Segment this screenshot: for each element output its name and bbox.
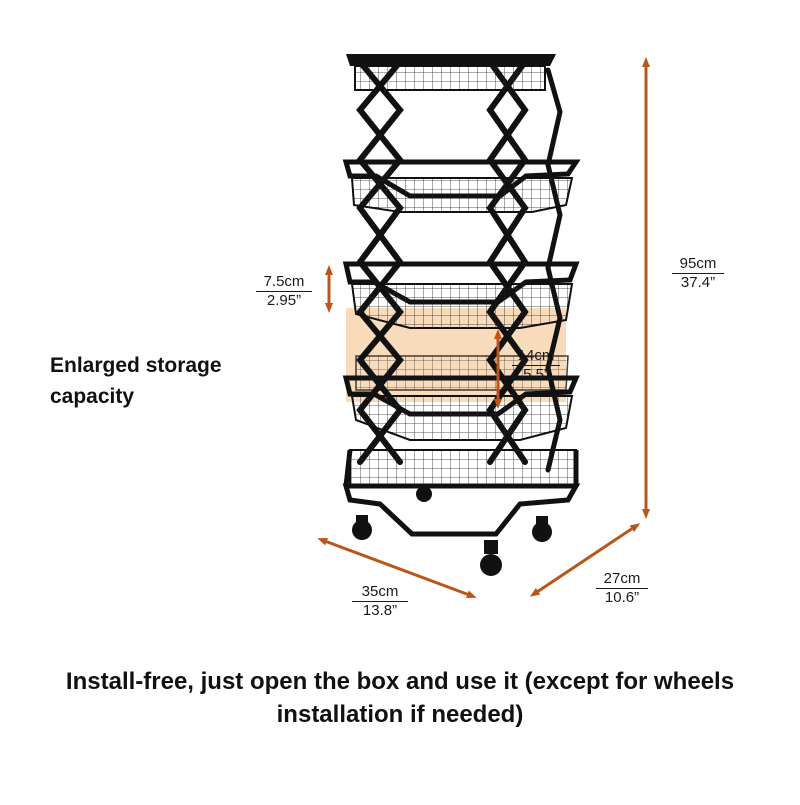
basket-2 <box>342 159 581 213</box>
dimension-arrows <box>317 57 650 598</box>
caption-text: Install-free, just open the box and use … <box>65 668 735 728</box>
shelf-gap-imperial: 2.95” <box>266 292 302 309</box>
shelf-gap-metric: 7.5cm <box>256 273 312 292</box>
height-label: 95cm 37.4” <box>672 255 724 292</box>
depth-arrow <box>529 523 641 597</box>
width-arrow <box>317 538 477 598</box>
shelf-gap-label: 7.5cm 2.95” <box>256 273 312 310</box>
width-metric: 35cm <box>352 583 408 602</box>
basket-5 <box>342 449 581 537</box>
basket-3 <box>342 261 580 329</box>
depth-metric: 27cm <box>596 570 648 589</box>
top-lid <box>346 54 556 91</box>
height-imperial: 37.4” <box>680 274 716 291</box>
width-imperial: 13.8” <box>362 602 398 619</box>
feature-text: Enlarged storage capacity <box>50 354 222 408</box>
basket-depth-metric: 14cm <box>512 347 560 366</box>
depth-imperial: 10.6” <box>604 589 640 606</box>
basket-depth-label: 14cm 5.5” <box>512 347 560 384</box>
width-label: 35cm 13.8” <box>352 583 408 620</box>
height-metric: 95cm <box>672 255 724 274</box>
basket-depth-imperial: 5.5” <box>523 366 549 383</box>
depth-label: 27cm 10.6” <box>596 570 648 607</box>
